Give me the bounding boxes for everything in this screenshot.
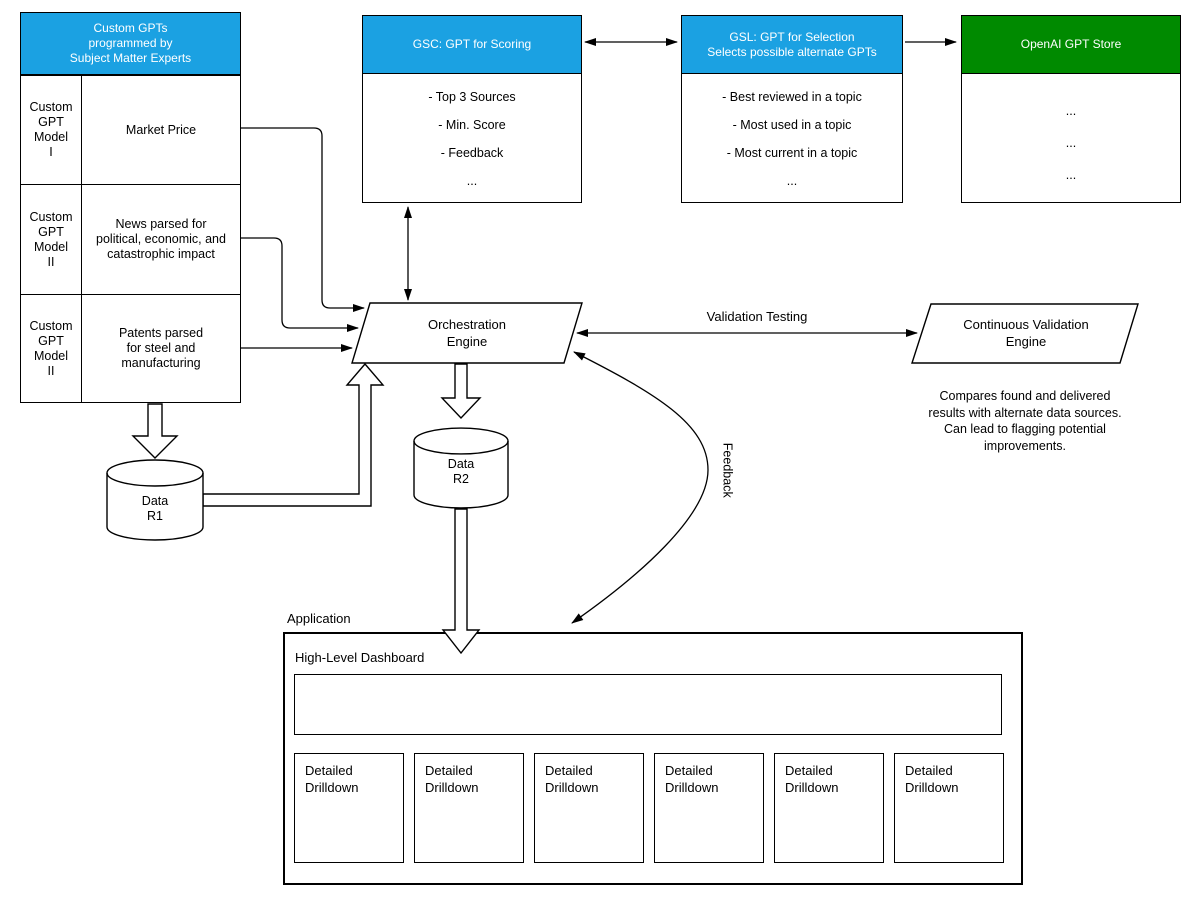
validation-engine-note: Compares found and delivered results wit…: [928, 389, 1122, 453]
gpt-description-cell: Market Price: [125, 122, 197, 137]
drilldown-box: Detailed Drilldown: [654, 753, 764, 863]
connector-market-price-to-orchestration: [241, 127, 365, 312]
gpt-store-header: OpenAI GPT Store: [962, 16, 1180, 74]
gsc-item: - Top 3 Sources: [428, 90, 516, 104]
block-arrow-orchestration-to-r2: [440, 363, 482, 420]
orchestration-engine-label: Orchestration Engine: [427, 317, 507, 349]
connector-feedback: [571, 351, 709, 624]
gpt-store-item: ...: [1065, 168, 1077, 182]
drilldown-box: Detailed Drilldown: [894, 753, 1004, 863]
gpt-model-cell: Custom GPT Model I: [21, 76, 82, 184]
gsc-item: - Feedback: [440, 146, 504, 160]
block-arrow-table-to-r1: [131, 403, 179, 459]
table-row: Custom GPT Model I Market Price: [21, 75, 240, 184]
data-r1-label: Data R1: [141, 494, 169, 523]
feedback-label: Feedback: [720, 442, 735, 498]
gsl-item: - Most current in a topic: [726, 146, 858, 160]
gsc-item: ...: [466, 174, 478, 188]
application-panel: High-Level Dashboard Detailed Drilldown …: [283, 632, 1023, 885]
gpt-description-cell: Patents parsed for steel and manufacturi…: [118, 326, 204, 370]
table-row: Custom GPT Model II News parsed for poli…: [21, 184, 240, 294]
gpt-model-cell: Custom GPT Model II: [21, 295, 82, 402]
gsc-panel: GSC: GPT for Scoring - Top 3 Sources - M…: [362, 15, 582, 203]
gsl-panel: GSL: GPT for Selection Selects possible …: [681, 15, 903, 203]
validation-testing-label: Validation Testing: [706, 309, 808, 324]
gsl-item: - Best reviewed in a topic: [722, 90, 862, 104]
drilldown-box: Detailed Drilldown: [414, 753, 524, 863]
gsl-item: - Most used in a topic: [732, 118, 852, 132]
data-r2-label: Data R2: [447, 457, 475, 486]
gsc-item: - Min. Score: [438, 118, 506, 132]
gpt-store-item: ...: [1065, 104, 1077, 118]
connector-news-to-orchestration: [241, 237, 359, 332]
gsc-header: GSC: GPT for Scoring: [363, 16, 581, 74]
high-level-dashboard-title: High-Level Dashboard: [295, 650, 425, 665]
gpt-store-item: ...: [1065, 136, 1077, 150]
validation-engine-label: Continuous Validation Engine: [963, 317, 1089, 349]
drilldown-box: Detailed Drilldown: [294, 753, 404, 863]
dashboard-summary-box: [294, 674, 1002, 735]
drilldown-row: Detailed Drilldown Detailed Drilldown De…: [294, 753, 1004, 863]
gsl-header: GSL: GPT for Selection Selects possible …: [682, 16, 902, 74]
custom-gpts-panel: Custom GPTs programmed by Subject Matter…: [20, 12, 241, 403]
table-row: Custom GPT Model II Patents parsed for s…: [21, 294, 240, 402]
drilldown-box: Detailed Drilldown: [534, 753, 644, 863]
gpt-store-panel: OpenAI GPT Store ... ... ...: [961, 15, 1181, 203]
gpt-model-cell: Custom GPT Model II: [21, 185, 82, 294]
gsl-item: ...: [786, 174, 798, 188]
application-label: Application: [287, 611, 351, 626]
gpt-description-cell: News parsed for political, economic, and…: [96, 217, 226, 261]
custom-gpts-header: Custom GPTs programmed by Subject Matter…: [21, 13, 240, 75]
drilldown-box: Detailed Drilldown: [774, 753, 884, 863]
